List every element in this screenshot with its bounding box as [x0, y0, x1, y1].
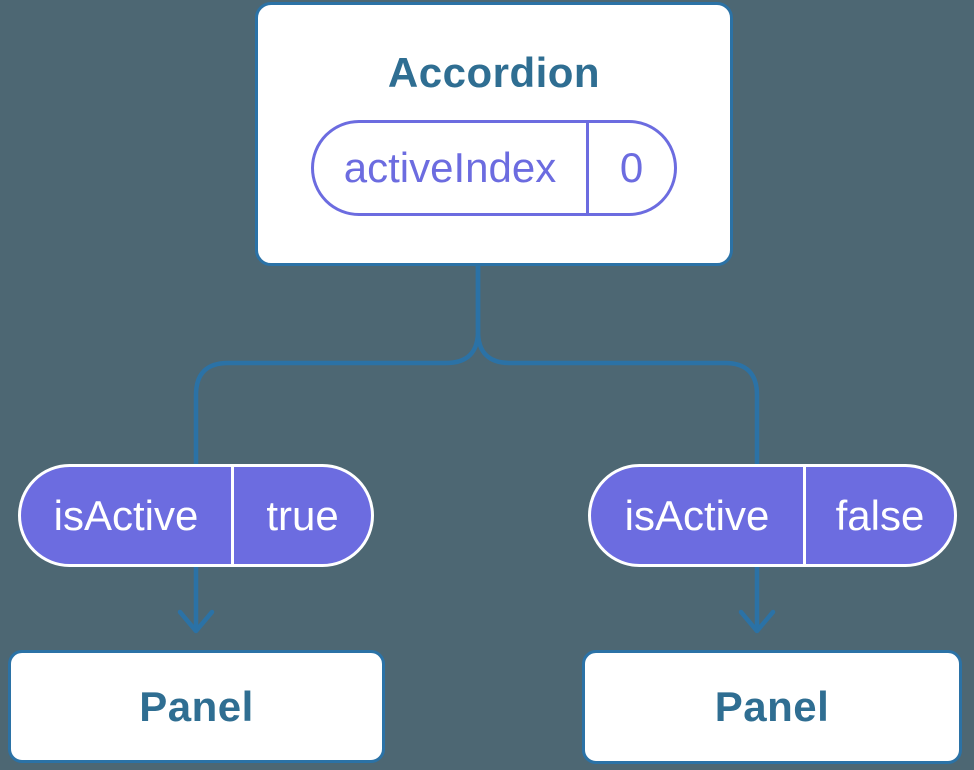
panel-node-left: Panel [8, 650, 385, 763]
state-pill-label: activeIndex [314, 123, 589, 213]
prop-pill-isactive-false: isActive false [588, 464, 957, 567]
prop-pill-value: true [266, 491, 339, 539]
connector-right-branch [475, 263, 760, 467]
prop-pill-isactive-true: isActive true [18, 464, 374, 567]
state-pill-value: 0 [619, 144, 644, 191]
accordion-node-title: Accordion [387, 49, 601, 96]
connector-left-branch [193, 263, 481, 467]
state-pill-activeindex: activeIndex 0 [311, 120, 677, 216]
accordion-component-node: Accordion activeIndex 0 [255, 2, 733, 266]
panel-node-title: Panel [139, 682, 254, 730]
arrow-down-icon [738, 564, 776, 634]
panel-node-right: Panel [582, 650, 962, 764]
panel-node-title: Panel [714, 683, 830, 730]
prop-pill-label: isActive [591, 467, 806, 564]
prop-pill-value: false [835, 491, 925, 539]
prop-pill-label: isActive [21, 467, 234, 564]
arrow-down-icon [177, 564, 215, 634]
